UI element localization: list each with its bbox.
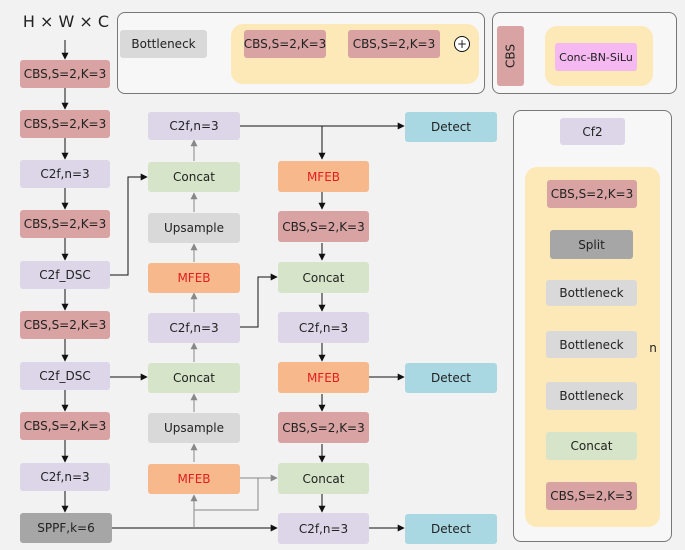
detect-head-3: Detect: [405, 514, 497, 544]
neck-concat-mid: Concat: [148, 363, 240, 393]
neck-mfeb-bottom: MFEB: [148, 464, 240, 494]
backbone-sppf: SPPF,k=6: [20, 513, 112, 543]
neck-mfeb-top: MFEB: [148, 263, 240, 293]
backbone-c2f-dsc-2: C2f_DSC: [20, 362, 110, 390]
c2f-split: Split: [550, 230, 633, 259]
backbone-cbs-3: CBS,S=2,K=3: [20, 210, 110, 238]
repeat-count-label: n: [649, 341, 657, 355]
backbone-cbs-5: CBS,S=2,K=3: [20, 412, 110, 440]
head-mfeb-top: MFEB: [278, 161, 369, 192]
c2f-bottleneck-1: Bottleneck: [546, 280, 637, 306]
c2f-concat: Concat: [546, 432, 637, 460]
cbs-legend-label: CBS: [497, 26, 524, 86]
detect-head-2: Detect: [405, 363, 497, 393]
neck-concat-top: Concat: [148, 162, 240, 192]
backbone-c2f-dsc-1: C2f_DSC: [20, 261, 110, 289]
c2f-legend-title: Cf2: [560, 118, 625, 145]
backbone-c2f-1: C2f,n=3: [20, 160, 110, 188]
head-concat-bottom: Concat: [278, 463, 369, 494]
head-mfeb-mid: MFEB: [278, 362, 369, 393]
backbone-c2f-2: C2f,n=3: [20, 463, 110, 491]
neck-upsample-mid: Upsample: [148, 413, 240, 443]
head-cbs-top: CBS,S=2,K=3: [278, 211, 369, 242]
head-cbs-bottom: CBS,S=2,K=3: [278, 412, 369, 443]
detect-head-1: Detect: [405, 112, 497, 142]
add-operator-icon: +: [454, 36, 470, 52]
backbone-cbs-2: CBS,S=2,K=3: [20, 110, 110, 138]
backbone-cbs-1: CBS,S=2,K=3: [20, 60, 110, 88]
head-concat-top: Concat: [278, 262, 369, 293]
input-dimensions-label: H × W × C: [22, 11, 110, 31]
bottleneck-cbs-1: CBS,S=2,K=3: [244, 30, 326, 58]
c2f-cbs-top: CBS,S=2,K=3: [547, 180, 637, 208]
head-c2f-bottom: C2f,n=3: [278, 513, 369, 544]
c2f-bottleneck-3: Bottleneck: [546, 382, 637, 410]
neck-c2f-mid: C2f,n=3: [148, 313, 240, 343]
cbs-expansion: Conc-BN-SiLu: [555, 43, 637, 71]
c2f-bottleneck-2: Bottleneck: [546, 331, 637, 358]
head-c2f-mid: C2f,n=3: [278, 312, 369, 343]
neck-c2f-top: C2f,n=3: [148, 112, 240, 140]
bottleneck-legend-label: Bottleneck: [120, 30, 207, 58]
c2f-cbs-bottom: CBS,S=2,K=3: [546, 482, 637, 510]
backbone-cbs-4: CBS,S=2,K=3: [20, 311, 110, 339]
bottleneck-cbs-2: CBS,S=2,K=3: [348, 30, 440, 58]
neck-upsample-top: Upsample: [148, 213, 240, 243]
